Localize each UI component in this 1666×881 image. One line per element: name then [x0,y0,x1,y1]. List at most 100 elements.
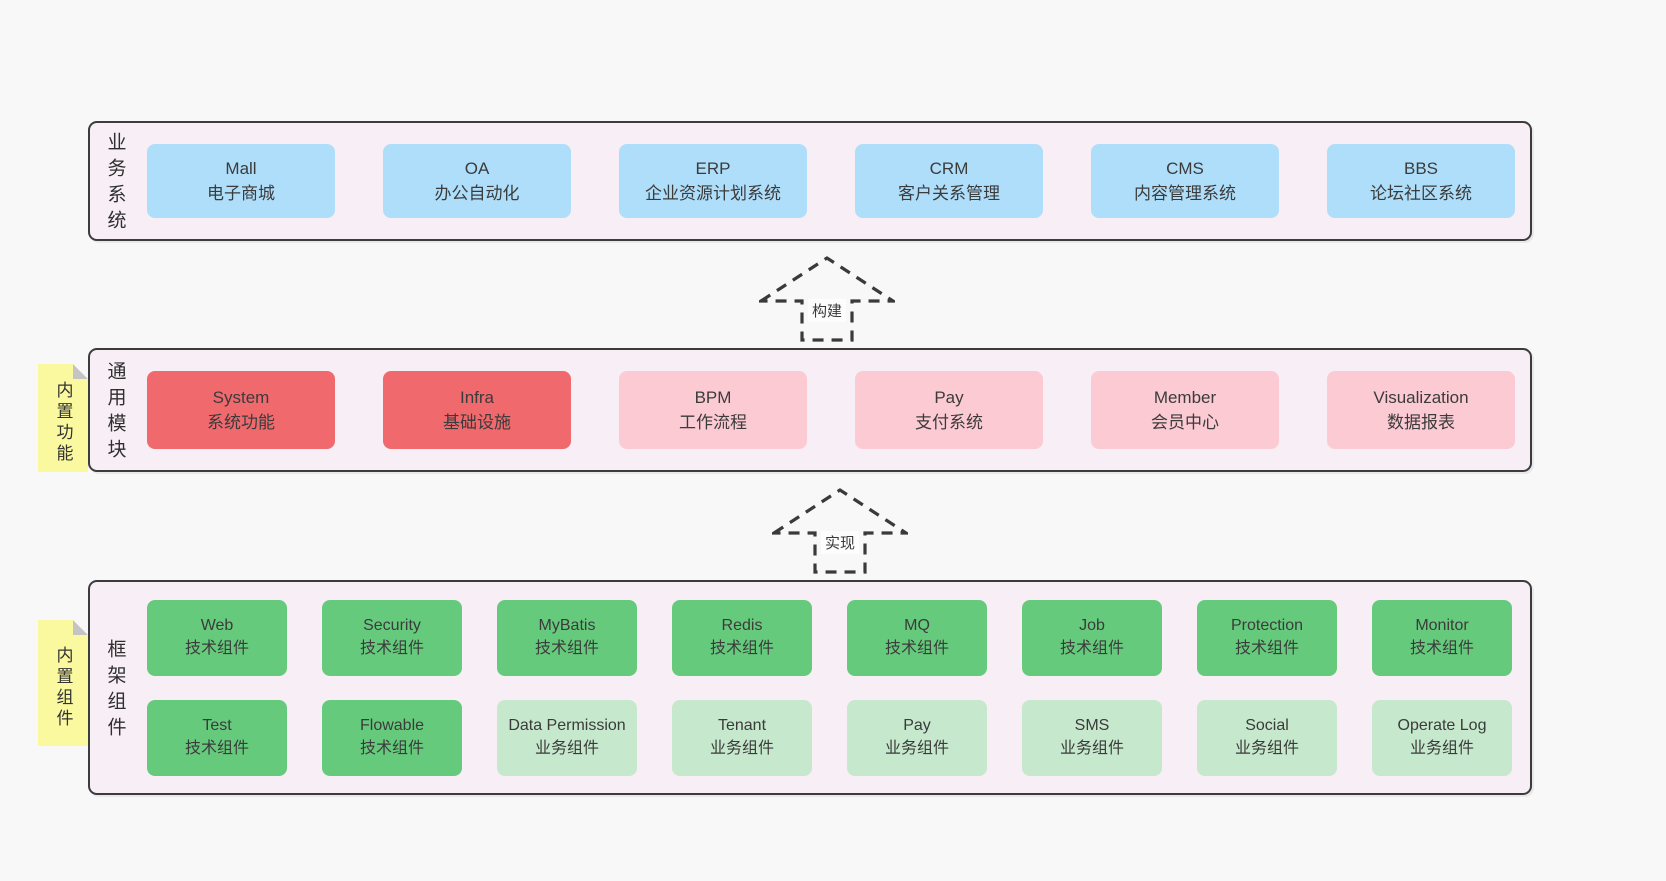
box-subtitle: 技术组件 [359,639,424,657]
box-subtitle: 技术组件 [1234,639,1299,657]
box-title: Tenant [717,716,767,734]
box-security: Security 技术组件 [322,599,462,676]
box-title: Test [202,716,232,734]
box-job: Job 技术组件 [1022,599,1162,676]
box-cms: CMS 内容管理系统 [1091,144,1279,218]
box-subtitle: 工作流程 [679,413,747,432]
box-title: Social [1245,716,1289,734]
box-subtitle: 客户关系管理 [898,184,1000,203]
box-subtitle: 数据报表 [1387,413,1455,432]
box-subtitle: 业务组件 [1409,739,1474,757]
box-title: CMS [1166,158,1204,178]
box-subtitle: 业务组件 [709,739,774,757]
box-title: BPM [694,387,732,407]
box-subtitle: 业务组件 [1234,739,1299,757]
box-redis: Redis 技术组件 [672,599,812,676]
box-social: Social 业务组件 [1197,699,1337,776]
box-mall: Mall 电子商城 [147,144,335,218]
box-title: Monitor [1415,616,1469,634]
box-protection: Protection 技术组件 [1197,599,1337,676]
box-tenant: Tenant 业务组件 [672,699,812,776]
layer-business-systems: 业务系统 Mall 电子商城 OA 办公自动化 ERP 企业资源计划系统 CRM 客户关系管理… [88,121,1532,241]
sticky-note-builtin-components: 内置组件 [38,620,88,746]
box-title: Pay [903,716,931,734]
box-subtitle: 论坛社区系统 [1370,184,1472,203]
box-title: BBS [1403,158,1439,178]
box-subtitle: 支付系统 [915,413,983,432]
box-title: Job [1079,616,1105,634]
box-title: MyBatis [538,616,596,634]
box-title: Web [200,616,234,634]
box-subtitle: 内容管理系统 [1134,184,1236,203]
layer-common-modules: 通用模块 System 系统功能 Infra 基础设施 BPM 工作流程 Pay 支付系统 Me… [88,348,1532,472]
box-title: Operate Log [1397,716,1487,734]
box-pay: Pay 业务组件 [847,699,987,776]
module-row: Mall 电子商城 OA 办公自动化 ERP 企业资源计划系统 CRM 客户关系管理 CMS 内容… [147,144,1515,218]
box-title: ERP [695,158,731,178]
box-pay: Pay 支付系统 [855,371,1043,449]
box-test: Test 技术组件 [147,699,287,776]
sticky-note-builtin-functions: 内置功能 [38,364,88,472]
box-title: Member [1153,387,1217,407]
box-subtitle: 基础设施 [443,413,511,432]
box-title: System [212,387,270,407]
layer-content: Mall 电子商城 OA 办公自动化 ERP 企业资源计划系统 CRM 客户关系管理 CMS 内容… [138,123,1534,239]
box-subtitle: 企业资源计划系统 [645,184,781,203]
arrow-label: 实现 [820,531,860,554]
box-member: Member 会员中心 [1091,371,1279,449]
arrow-up-dashed-icon [772,488,908,574]
box-subtitle: 技术组件 [184,739,249,757]
box-subtitle: 技术组件 [184,639,249,657]
box-title: SMS [1074,716,1110,734]
box-bpm: BPM 工作流程 [619,371,807,449]
box-subtitle: 业务组件 [884,739,949,757]
box-crm: CRM 客户关系管理 [855,144,1043,218]
box-oa: OA 办公自动化 [383,144,571,218]
box-erp: ERP 企业资源计划系统 [619,144,807,218]
box-title: Redis [721,616,763,634]
box-subtitle: 技术组件 [534,639,599,657]
box-bbs: BBS 论坛社区系统 [1327,144,1515,218]
box-title: Flowable [359,716,425,734]
box-subtitle: 技术组件 [709,639,774,657]
box-title: Security [363,616,421,634]
box-title: Pay [934,387,964,407]
arrow-up-dashed-icon [759,256,895,342]
build-arrow: 构建 [759,255,895,343]
box-title: CRM [929,158,969,178]
box-subtitle: 技术组件 [359,739,424,757]
box-subtitle: 会员中心 [1151,413,1219,432]
box-subtitle: 技术组件 [1059,639,1124,657]
box-subtitle: 技术组件 [1409,639,1474,657]
box-title: Infra [459,387,495,407]
arrow-label: 构建 [807,299,847,322]
box-subtitle: 电子商城 [207,184,275,203]
layer-content: System 系统功能 Infra 基础设施 BPM 工作流程 Pay 支付系统 Member 会… [138,350,1534,470]
box-title: Protection [1230,616,1304,634]
layer-label: 通用模块 [104,361,126,465]
box-subtitle: 业务组件 [534,739,599,757]
layer-label: 框架组件 [104,638,126,743]
box-monitor: Monitor 技术组件 [1372,599,1512,676]
box-system: System 系统功能 [147,371,335,449]
box-title: OA [464,158,490,178]
box-operate-log: Operate Log 业务组件 [1372,699,1512,776]
module-row: System 系统功能 Infra 基础设施 BPM 工作流程 Pay 支付系统 Member 会… [147,371,1515,449]
box-subtitle: 办公自动化 [434,184,520,203]
box-mybatis: MyBatis 技术组件 [497,599,637,676]
box-title: Mall [225,158,257,178]
box-title: MQ [904,616,930,634]
box-flowable: Flowable 技术组件 [322,699,462,776]
box-infra: Infra 基础设施 [383,371,571,449]
box-subtitle: 系统功能 [207,413,275,432]
layer-label: 业务系统 [104,132,126,236]
